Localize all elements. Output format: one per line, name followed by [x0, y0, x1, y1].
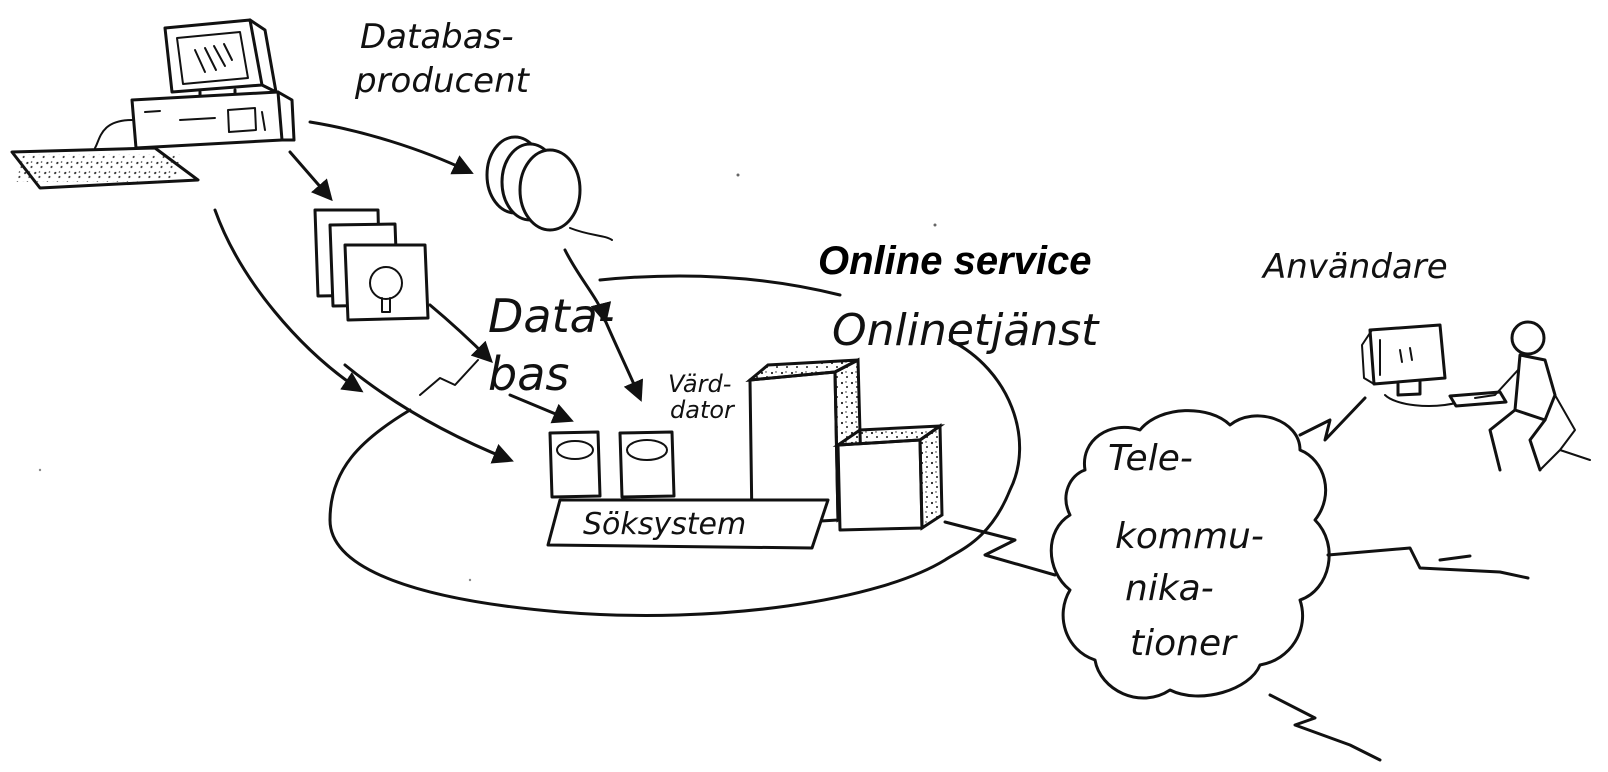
floppy-disks-icon: [313, 208, 430, 322]
producer-computer-icon: [10, 18, 296, 190]
producer-label-line1: Databas-: [360, 17, 514, 57]
telecom-cloud: [1049, 409, 1331, 700]
host-computer-label-line2: dator: [670, 396, 736, 424]
online-service-title: Online service: [818, 239, 1091, 283]
producer-label-line2: producent: [354, 61, 531, 101]
person-icon: [1474, 320, 1591, 472]
telecom-links: [943, 396, 1530, 762]
host-computer-label-line1: Värd-: [668, 370, 731, 398]
database-label-line1: Data-: [488, 289, 614, 343]
telecom-label-line4: tioner: [1130, 623, 1238, 664]
telecom-label-line3: nika-: [1125, 568, 1214, 609]
telecom-label-line2: kommu-: [1115, 516, 1264, 557]
search-system-machines-icon: [546, 357, 946, 550]
database-label-line2: bas: [488, 347, 569, 401]
user-terminal-icon: [1361, 323, 1508, 408]
producer-arrows: [213, 120, 644, 464]
search-system-label: Söksystem: [583, 507, 746, 542]
online-service-boundary: [328, 274, 1022, 617]
tape-reels-icon: [485, 135, 613, 241]
user-label: Användare: [1261, 247, 1448, 287]
online-service-swedish-label: Onlinetjänst: [832, 305, 1100, 356]
telecom-label-line1: Tele-: [1108, 438, 1193, 479]
